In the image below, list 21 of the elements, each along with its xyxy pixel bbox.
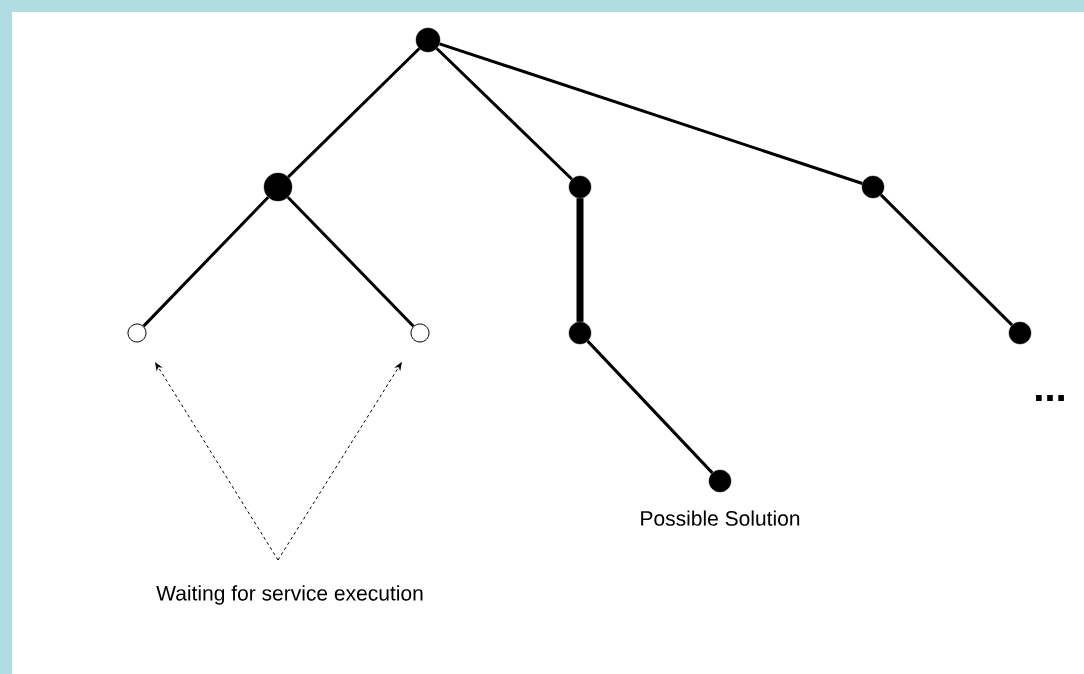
tree-edge bbox=[286, 196, 415, 328]
open-node-circle bbox=[410, 323, 430, 343]
tree-node-dot bbox=[1008, 321, 1032, 345]
tree-edge bbox=[586, 340, 714, 474]
tree-node-dot bbox=[568, 321, 592, 345]
tree-edge bbox=[142, 196, 270, 328]
tree-node-dot bbox=[415, 27, 441, 53]
tree-edge bbox=[435, 47, 573, 181]
node-caption: Possible Solution bbox=[641, 510, 800, 526]
ellipsis-label: ... bbox=[1036, 395, 1064, 401]
tree-node-dot bbox=[568, 175, 592, 199]
tree-node-dot bbox=[861, 175, 885, 199]
tree-edge bbox=[439, 42, 863, 185]
node-label: Waiting for service execution bbox=[156, 585, 423, 605]
tree-edge bbox=[879, 193, 1014, 327]
tree-node-dot bbox=[263, 172, 293, 202]
arrow bbox=[277, 362, 402, 561]
tree-edge bbox=[287, 47, 421, 179]
arrow bbox=[155, 362, 279, 561]
tree-node-dot bbox=[708, 469, 732, 493]
open-node-circle bbox=[127, 323, 147, 343]
